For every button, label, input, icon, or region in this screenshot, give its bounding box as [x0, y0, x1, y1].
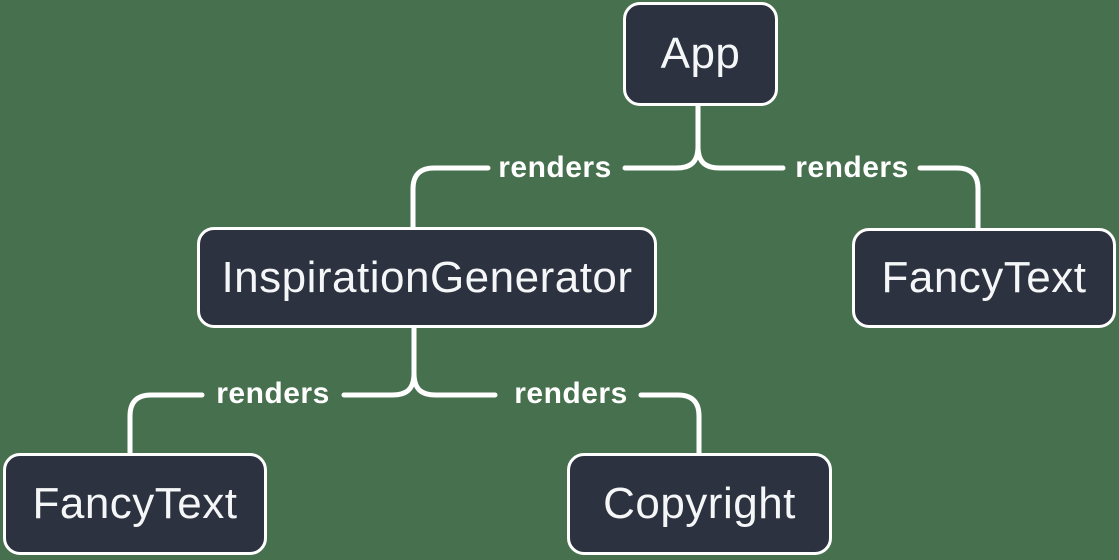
edge-label-app-inspiration-generator: renders — [498, 151, 612, 184]
edge-label-app-fancy-text: renders — [795, 151, 909, 184]
node-fancy-text-left-label: FancyText — [32, 479, 238, 528]
node-inspiration-generator: InspirationGenerator — [197, 227, 657, 328]
node-fancy-text-left: FancyText — [3, 453, 267, 555]
node-fancy-text-right: FancyText — [852, 228, 1116, 328]
node-fancy-text-right-label: FancyText — [881, 253, 1087, 302]
edge-label-inspiration-generator-fancy-text: renders — [216, 377, 330, 410]
node-copyright-label: Copyright — [603, 479, 796, 528]
edge-app-to-fancy-text — [695, 143, 981, 231]
node-app: App — [623, 2, 778, 106]
node-app-label: App — [660, 29, 741, 78]
edge-label-inspiration-generator-copyright: renders — [514, 377, 628, 410]
node-copyright: Copyright — [567, 453, 832, 555]
node-inspiration-generator-label: InspirationGenerator — [221, 252, 633, 302]
edge-inspiration-generator-to-copyright — [411, 370, 702, 456]
